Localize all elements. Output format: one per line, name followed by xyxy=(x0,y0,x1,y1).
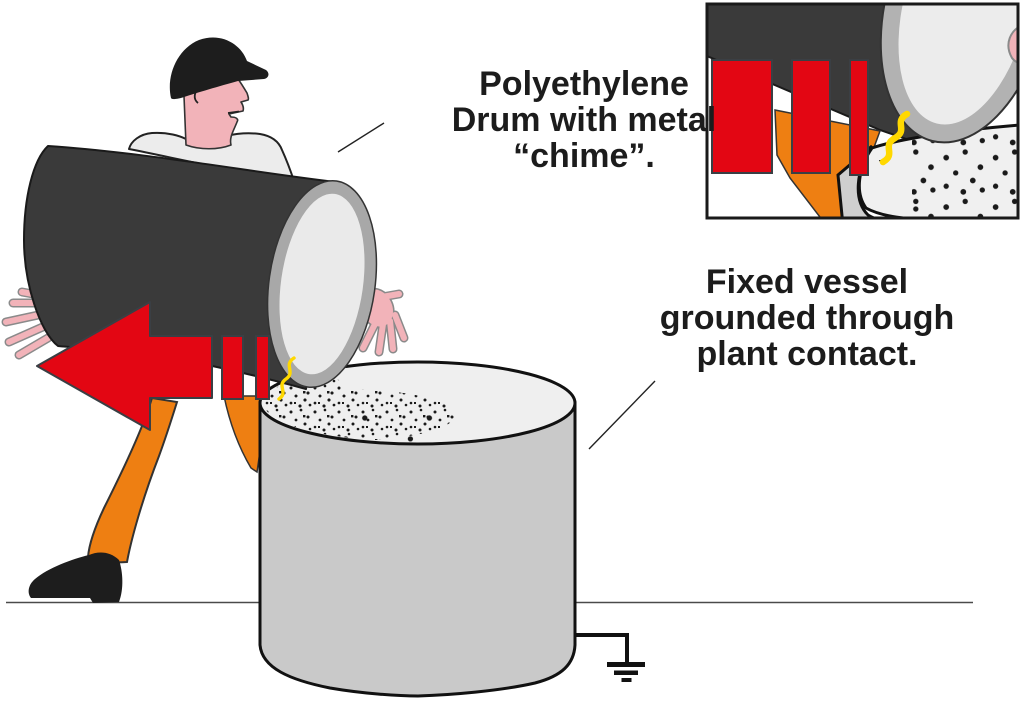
spark-icon xyxy=(277,356,296,401)
arrow-head xyxy=(36,301,213,431)
spark-icon-inset xyxy=(879,110,911,166)
vessel-label-line: plant contact. xyxy=(696,335,918,373)
inset-drum-face xyxy=(898,4,1018,125)
ground-wire xyxy=(575,633,629,663)
vessel-label-line: Fixed vessel xyxy=(705,263,909,301)
drum-face xyxy=(279,193,365,375)
inset-arrow-segment xyxy=(711,59,773,174)
vessel-wall xyxy=(258,401,577,698)
worker-left-leg xyxy=(86,396,179,564)
inset-border xyxy=(705,2,1020,220)
inset-arrow-segment xyxy=(849,59,869,176)
inset-arrow-segment xyxy=(791,59,831,174)
ground-symbol-icon xyxy=(607,662,645,682)
worker-mouth xyxy=(227,110,240,114)
worker-cap xyxy=(169,37,269,100)
drum-label: Polyethylene Drum with metal “chime”. xyxy=(394,66,774,174)
arrow-tail-segment xyxy=(221,335,244,400)
worker-boot xyxy=(28,552,123,603)
fixed-vessel xyxy=(258,360,645,698)
vessel-label: Fixed vessel grounded through plant cont… xyxy=(617,264,997,372)
vessel-label-line: grounded through xyxy=(659,299,955,337)
arrow-tail-segment xyxy=(255,335,270,400)
drum-label-line: Drum with metal xyxy=(451,101,717,139)
drum-label-leader-line xyxy=(337,122,385,153)
static-charge-arrow xyxy=(36,301,270,431)
drum-label-line: Polyethylene xyxy=(479,65,689,103)
inset-worker-hand xyxy=(1007,26,1018,64)
drum-label-line: “chime”. xyxy=(513,137,655,175)
vessel-label-leader-line xyxy=(588,380,656,450)
inset-detail xyxy=(705,2,1020,220)
